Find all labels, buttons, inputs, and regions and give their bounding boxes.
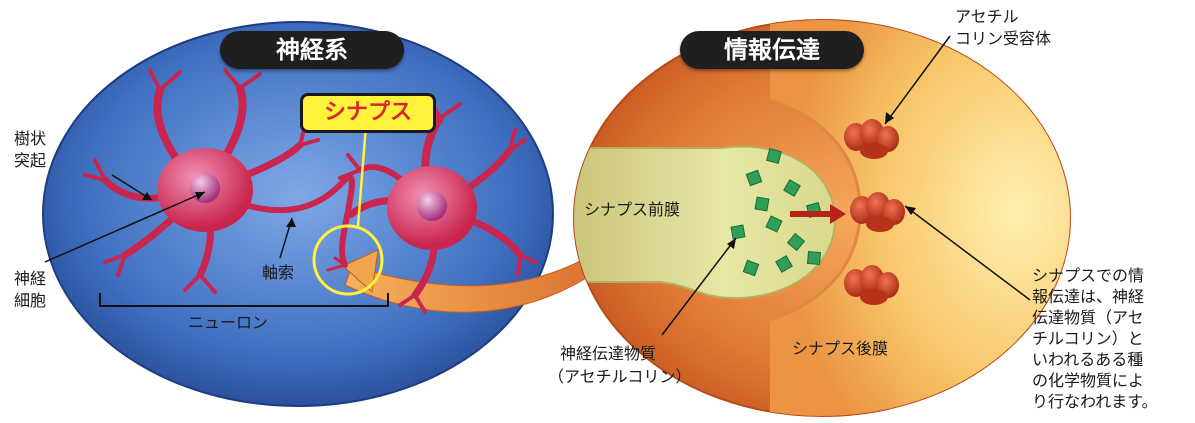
postsynaptic-region bbox=[770, 20, 1070, 416]
explanation-line-5: いわれるある種 bbox=[1032, 350, 1144, 369]
transmission-title: 情報伝達 bbox=[680, 31, 864, 69]
nucleus-left bbox=[190, 173, 220, 203]
receptor-leader bbox=[884, 35, 951, 125]
transmitter-label-1: 神経伝達物質 bbox=[560, 344, 657, 363]
transmitter-leader bbox=[661, 237, 737, 336]
presynaptic-terminal bbox=[574, 145, 837, 300]
explanation-line-7: り行なわれます。 bbox=[1032, 392, 1158, 411]
receptor-label-1: アセチル bbox=[955, 7, 1019, 26]
explanation-line-1: シナプスでの情 bbox=[1032, 266, 1145, 285]
dendrite-label-1: 樹状 bbox=[14, 129, 47, 148]
zoom-arrow-head bbox=[342, 249, 379, 293]
transmission-arrow bbox=[790, 204, 846, 224]
nucleus-right bbox=[417, 191, 447, 221]
explanation-line-2: 報伝達は、神経 bbox=[1032, 287, 1145, 306]
dendrite-label-2: 突起 bbox=[14, 151, 47, 170]
explanation-line-3: 伝達物質（アセ bbox=[1032, 308, 1144, 327]
presynaptic-label: シナプス前膜 bbox=[584, 200, 681, 219]
neuron-bracket bbox=[99, 293, 389, 307]
synapse-label: シナプス bbox=[300, 93, 436, 133]
synapse-circle bbox=[312, 224, 384, 296]
receptor-label-2: コリン受容体 bbox=[955, 29, 1052, 48]
synapse-pointer-line bbox=[356, 124, 368, 227]
nerve-cell-leader bbox=[44, 191, 206, 263]
axon-label: 軸索 bbox=[262, 263, 295, 282]
explanation-line-6: の化学物質によ bbox=[1032, 371, 1145, 390]
receptors bbox=[844, 119, 905, 305]
postsynaptic-label: シナプス後膜 bbox=[792, 339, 889, 358]
nerve-cell-label-1: 神経 bbox=[14, 269, 47, 288]
nerve-cell-label-2: 細胞 bbox=[14, 291, 47, 310]
explanation-leader bbox=[904, 205, 1031, 301]
explanation-line-4: チルコリン）と bbox=[1032, 329, 1144, 348]
neuron-label: ニューロン bbox=[188, 313, 269, 332]
nervous-system-title: 神経系 bbox=[220, 31, 404, 69]
transmitter-label-2: （アセチルコリン） bbox=[548, 367, 692, 386]
